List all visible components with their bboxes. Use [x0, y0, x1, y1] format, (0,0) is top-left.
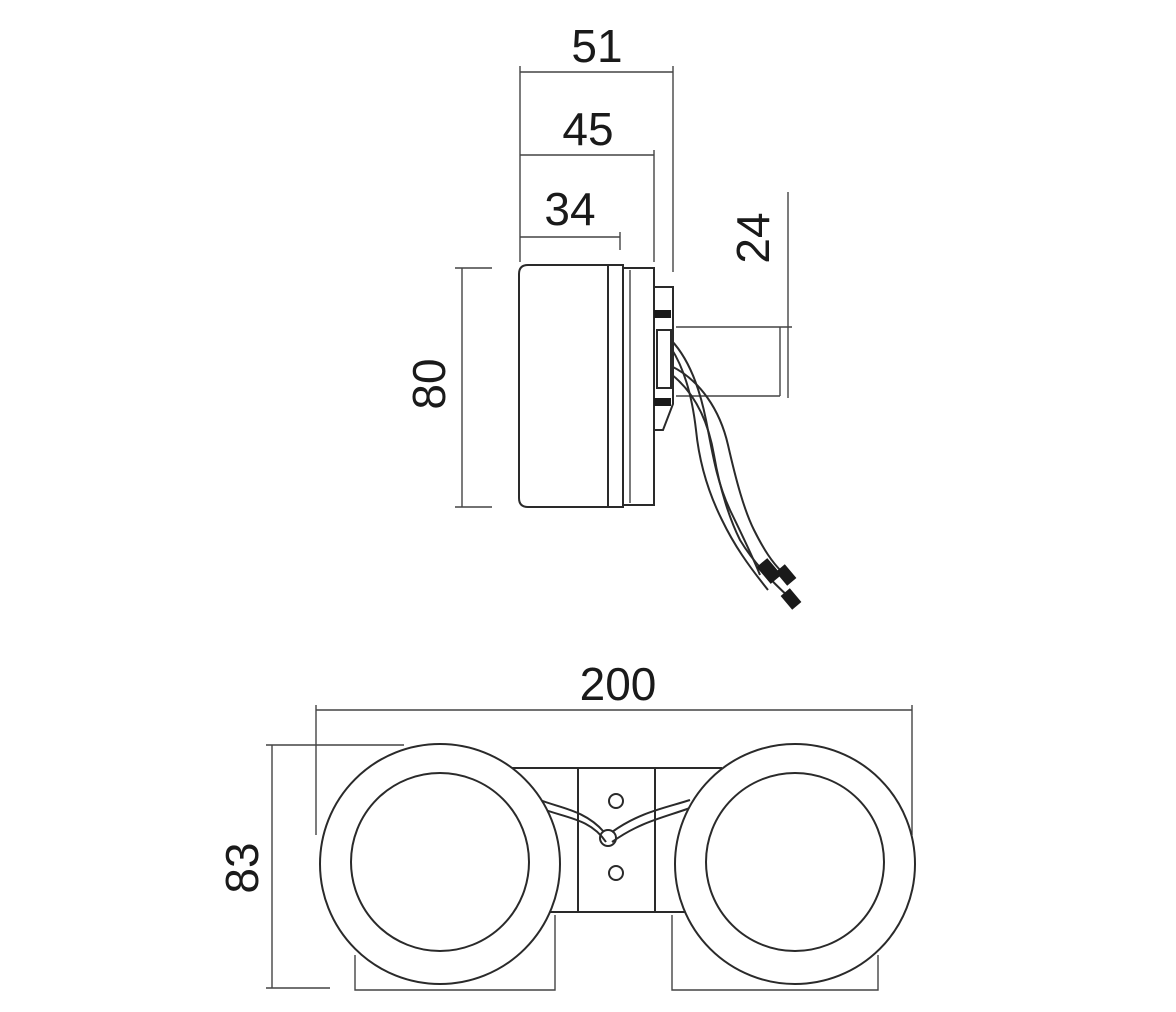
side-view: 51 45 34 80 24 — [403, 20, 802, 610]
housing-side-profile — [518, 264, 674, 508]
dimension-middle-depth: 45 — [520, 103, 655, 262]
dimension-label-total-width: 200 — [580, 658, 657, 710]
left-lamp-lens — [350, 772, 530, 952]
dimension-label-overall-depth: 51 — [571, 20, 622, 72]
right-lamp — [674, 743, 916, 985]
dimension-label-side-height: 80 — [403, 358, 455, 409]
mounting-feet — [354, 915, 879, 991]
left-lamp-outer-rim — [319, 743, 561, 985]
dimension-label-front-height: 83 — [216, 842, 268, 893]
dimension-wire-offset: 24 — [676, 192, 792, 398]
dimension-label-middle-depth: 45 — [562, 103, 613, 155]
dimension-front-height: 83 — [216, 744, 404, 989]
cable-bundle — [670, 339, 802, 610]
right-lamp-lens — [705, 772, 885, 952]
dimension-label-wire-offset: 24 — [727, 212, 779, 263]
dimension-body-depth: 34 — [520, 183, 621, 250]
dimension-total-width: 200 — [315, 658, 913, 835]
front-view: 200 83 — [216, 658, 916, 991]
left-lamp — [319, 743, 561, 985]
dimension-overall-depth: 51 — [519, 20, 674, 272]
dimension-label-body-depth: 34 — [544, 183, 595, 235]
dimension-side-height: 80 — [403, 267, 492, 508]
right-lamp-outer-rim — [674, 743, 916, 985]
